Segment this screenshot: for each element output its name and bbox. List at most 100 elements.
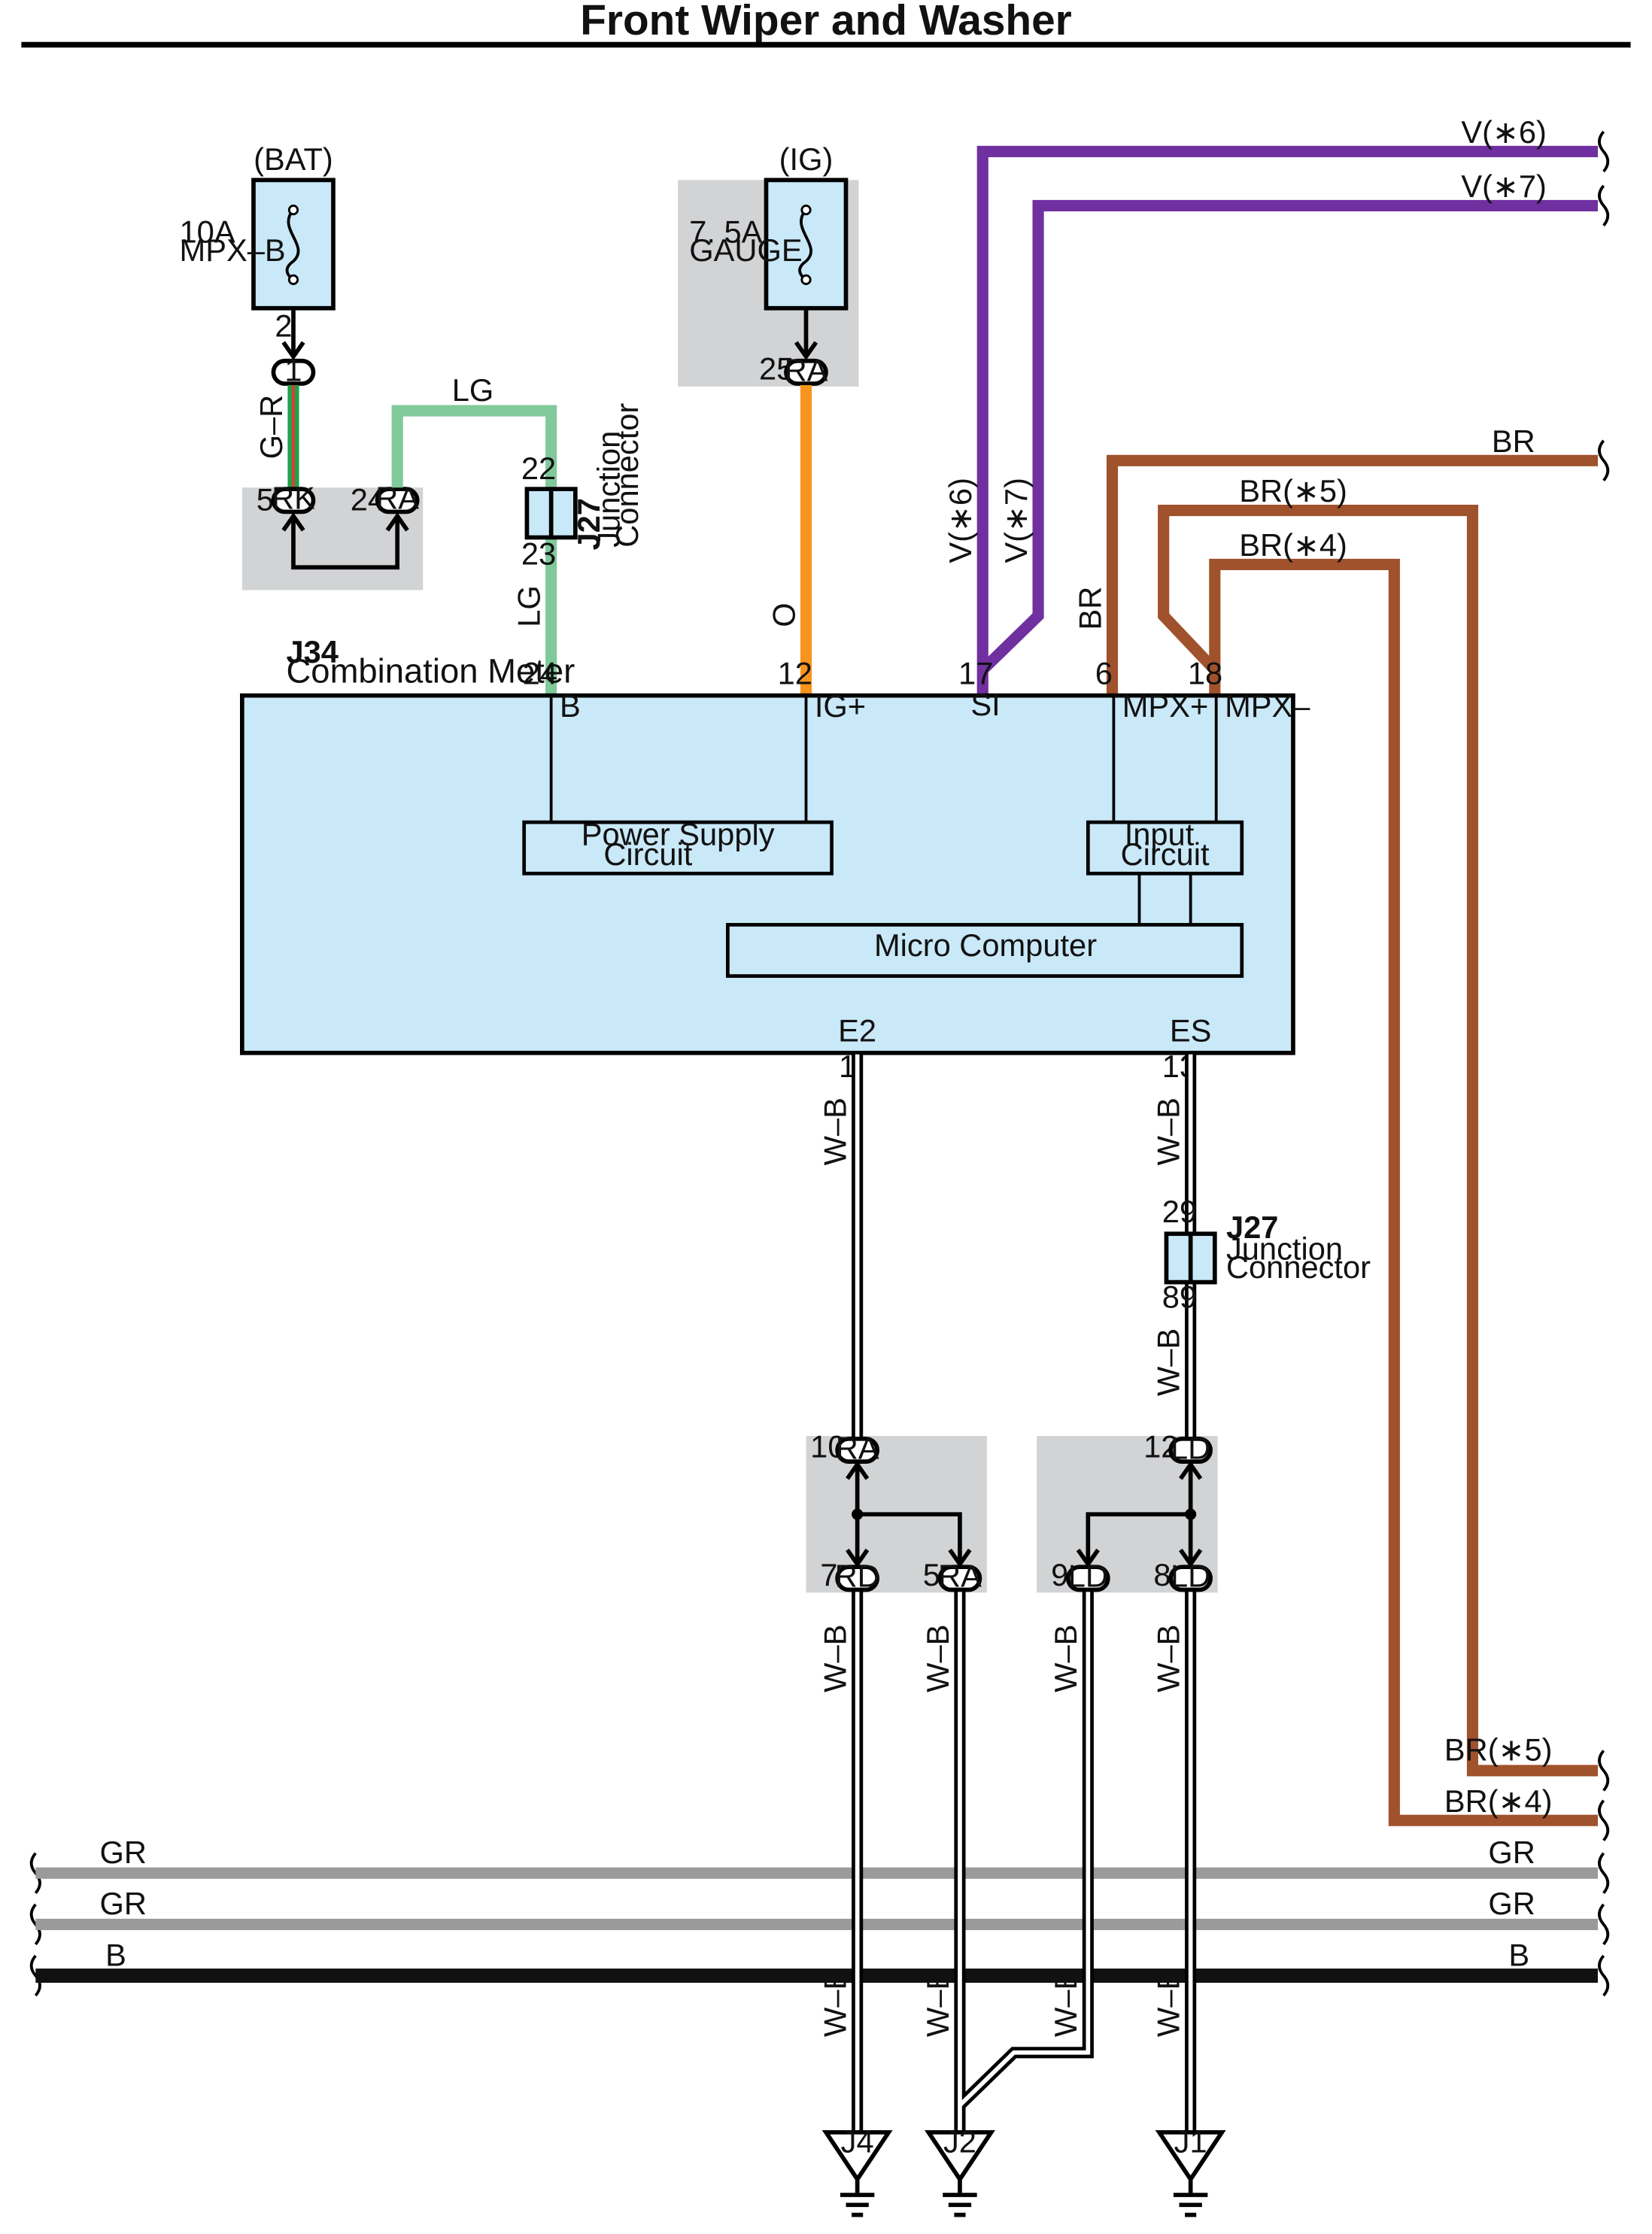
wire-label-v7-right: V(∗7) — [1461, 168, 1547, 204]
wire-label-wb-11: W–B — [1150, 1969, 1186, 2037]
wire-v6 — [976, 145, 1599, 696]
wire-label-br5-bottom: BR(∗5) — [1444, 1732, 1553, 1768]
wire-label-wb-7: W–B — [1150, 1625, 1186, 1692]
joint-ra-top-conn: RA — [836, 1430, 879, 1465]
fuse-ig-connector — [784, 358, 828, 386]
wire-label-lg-side: LG — [511, 585, 546, 627]
joint-ra-arrow-right — [948, 1548, 972, 1568]
wire-label-g-r: G–R — [254, 395, 289, 460]
joint-ra-left-conn: RD — [835, 1559, 880, 1594]
fuse-ig-source: (IG) — [779, 141, 834, 177]
joint-ld-right-connector — [1168, 1565, 1213, 1592]
input-circuit-label-1: Input — [1125, 816, 1195, 851]
wire-label-gr-2-left: GR — [100, 1886, 147, 1921]
ground-j1-label: J1 — [1174, 2123, 1207, 2159]
wire-label-wb-5: W–B — [920, 1625, 955, 1692]
fuse-ig-dot-bottom — [800, 274, 812, 285]
j27-bottom-pin-top: 29 — [1162, 1194, 1197, 1229]
meter-pin-mpx-minus: 18 — [1188, 655, 1222, 691]
micro-computer-label: Micro Computer — [874, 927, 1097, 963]
meter-code: J34 — [287, 634, 339, 669]
wire-label-br-side: BR — [1072, 587, 1107, 630]
joint-ra-arrow-up — [846, 1460, 870, 1480]
j27-top-name-2: Connector — [609, 403, 645, 548]
joint-ra-node — [852, 1508, 864, 1520]
wire-label-br-right: BR — [1492, 423, 1535, 459]
wire-label-gr-1-left: GR — [100, 1835, 147, 1870]
wire-br — [1106, 454, 1599, 696]
meter-terminal-b: B — [560, 688, 581, 724]
wire-br4 — [1209, 558, 1599, 1826]
fuse-bat-connector-label: 1 — [284, 352, 302, 387]
joint-rk-pin-left: 5 — [257, 482, 274, 518]
wb-wires-core — [855, 1054, 1193, 2132]
fuse-ig-name: GAUGE — [689, 232, 802, 268]
meter-pin-si: 17 — [958, 655, 993, 691]
wire-lg — [391, 405, 557, 696]
joint-ra-right-connector — [937, 1565, 982, 1592]
wire-label-gr-1-right: GR — [1488, 1835, 1535, 1870]
wire-label-wb-10: W–B — [1048, 1969, 1083, 2037]
wire-label-br4-top: BR(∗4) — [1239, 527, 1347, 563]
fuse-bat-dot-bottom — [287, 274, 299, 285]
ground-j2-label: J2 — [943, 2123, 976, 2159]
wire-label-b-left: B — [105, 1937, 126, 1972]
joint-ra-left-pin: 7 — [820, 1557, 837, 1592]
wire-label-lg-top: LG — [452, 372, 494, 408]
wire-label-v6-right: V(∗6) — [1461, 114, 1547, 150]
joint-ra-right-conn: RA — [938, 1559, 982, 1594]
wire-label-b-right: B — [1508, 1937, 1529, 1972]
joint-rk-arrow-left — [281, 512, 305, 532]
fuse-ig-box — [764, 178, 849, 311]
joint-ld-arrow-up — [1179, 1460, 1203, 1480]
ground-j2 — [924, 2129, 995, 2217]
ground-j4-label: J4 — [841, 2123, 874, 2159]
fuse-bat-box — [251, 178, 336, 311]
wire-label-wb-2: W–B — [1150, 1097, 1186, 1165]
fuse-ig-dot-top — [800, 204, 812, 216]
fuse-bat-source: (BAT) — [254, 141, 333, 177]
wire-label-wb-9: W–B — [920, 1969, 955, 2037]
joint-rk-bus — [291, 516, 400, 570]
wire-label-v6-side: V(∗6) — [943, 478, 978, 563]
wire-label-br4-bottom: BR(∗4) — [1444, 1783, 1553, 1819]
power-supply-label-2: Circuit — [603, 836, 692, 872]
joint-rk-connector-right — [375, 487, 420, 514]
joint-ld-arrow-left — [1076, 1548, 1100, 1568]
j27-bottom-name-1: Junction — [1226, 1231, 1343, 1266]
fuse-bat-pin: 2 — [275, 308, 292, 344]
fuse-bat-arrow — [281, 341, 305, 361]
fuse-bat-name: MPX–B — [180, 232, 286, 268]
wire-label-wb-8: W–B — [818, 1969, 853, 2037]
meter-terminal-si: SI — [970, 687, 1000, 722]
meter-name: Combination Meter — [287, 652, 575, 691]
ground-j1 — [1155, 2129, 1226, 2217]
wire-label-wb-3: W–B — [1150, 1328, 1186, 1396]
fuse-ig-connector-label: RA — [785, 352, 828, 387]
ground-j4 — [821, 2129, 893, 2217]
wire-label-gr-2-right: GR — [1488, 1886, 1535, 1921]
power-supply-circuit — [522, 820, 834, 876]
j27-bottom-name-2: Connector — [1226, 1249, 1371, 1285]
joint-ld-top-conn: LD — [1171, 1430, 1210, 1465]
joint-ld-right-pin: 8 — [1153, 1557, 1171, 1592]
wire-label-o: O — [766, 603, 801, 627]
wire-v7 — [978, 199, 1599, 674]
j27-top-pin-bottom: 23 — [521, 536, 556, 571]
j27-bottom-code: J27 — [1226, 1210, 1278, 1245]
joint-ld-right-conn: LD — [1171, 1559, 1210, 1594]
meter-terminal-mpx-plus: MPX+ — [1122, 688, 1209, 724]
wire-label-wb-6: W–B — [1048, 1625, 1083, 1692]
fuse-ig-amp: 7. 5A — [689, 214, 762, 250]
joint-ra-left-connector — [835, 1565, 879, 1592]
fuse-ig-arrow — [794, 341, 818, 361]
input-circuit-label-2: Circuit — [1121, 836, 1210, 872]
wire-label-wb-1: W–B — [818, 1097, 853, 1165]
j27-top-pin-top: 22 — [521, 451, 556, 486]
fuse-bat-dot-top — [287, 204, 299, 216]
j27-top-code: J27 — [571, 498, 606, 550]
page-title: Front Wiper and Washer — [580, 0, 1072, 44]
micro-computer — [726, 923, 1244, 978]
meter-pin-ig: 12 — [778, 655, 812, 691]
joint-ld-node — [1185, 1508, 1197, 1520]
